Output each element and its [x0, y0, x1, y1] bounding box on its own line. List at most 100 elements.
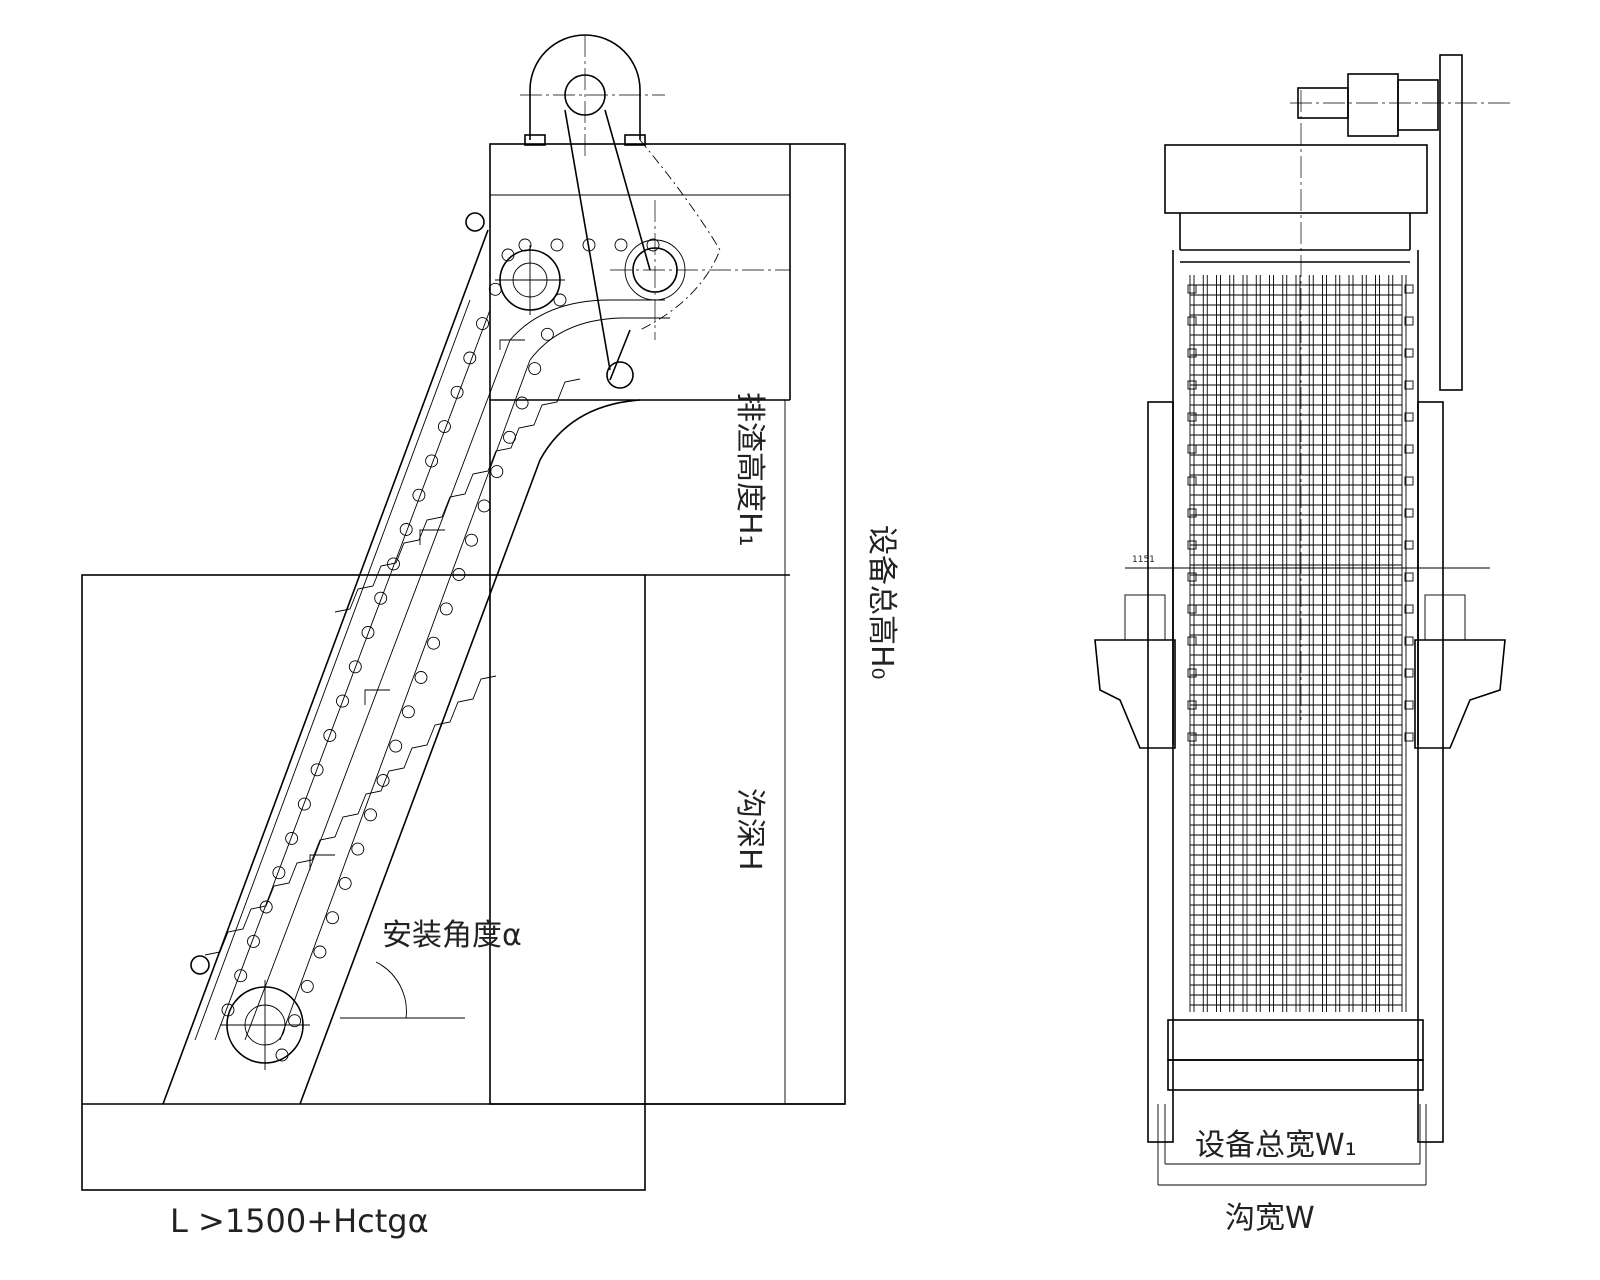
drive-arm-1: [564, 109, 611, 371]
chain-roller: [518, 238, 532, 252]
chain-bolt: [1187, 636, 1197, 646]
label-small-dim: 1151: [1132, 555, 1155, 565]
chain-roller: [326, 911, 339, 925]
chain-roller: [234, 969, 248, 983]
chain-roller: [374, 591, 388, 605]
chain-bolt: [1187, 444, 1197, 454]
rake-curve-2: [509, 299, 665, 341]
bottom-frame-upper: [1167, 1019, 1424, 1061]
side-view: 排渣高度H₁ 设备总高H₀ 沟深H 安装角度α L >1500+Hctgα: [81, 34, 899, 1240]
chain-roller: [437, 420, 451, 434]
chain-bolt: [1187, 572, 1197, 582]
chain-bolt: [1187, 380, 1197, 390]
chain-side-bolts: [1187, 284, 1414, 742]
drive-side-plate: [1439, 54, 1463, 391]
chain-rollers: [221, 238, 660, 1062]
chain-roller: [285, 831, 299, 845]
left-concrete-support: [1094, 639, 1176, 749]
chain-roller: [503, 430, 516, 444]
bottom-frame-lower: [1167, 1059, 1424, 1091]
chain-bolt: [1187, 540, 1197, 550]
chain-bolt: [1404, 380, 1414, 390]
chain-roller: [515, 396, 529, 410]
chain-roller: [465, 533, 478, 547]
chain-roller: [259, 900, 273, 914]
chain-roller: [427, 636, 441, 650]
chain-bolt: [1187, 348, 1197, 358]
channel-body: [81, 574, 646, 1191]
chain-roller: [553, 293, 567, 307]
right-side-frame: [1417, 401, 1444, 1143]
chain-roller: [348, 660, 362, 674]
rake-line-2: [214, 309, 491, 1041]
tail-sprocket: [190, 955, 310, 1070]
frame-back-curve: [539, 399, 641, 461]
chain-roller: [476, 317, 489, 331]
chain-roller: [452, 568, 466, 581]
left-anchor-bracket: [1124, 594, 1166, 641]
chain-bolt: [1404, 412, 1414, 422]
chain-roller: [361, 626, 375, 639]
chain-roller: [540, 327, 554, 341]
rake-hook-3: [309, 854, 335, 870]
rake-line-4: [279, 359, 531, 1041]
front-view: 1151 设备总宽W₁ 沟宽W: [1094, 54, 1510, 1236]
chain-bolt: [1404, 572, 1414, 582]
head-cover: [1164, 144, 1428, 214]
lifting-lug-bottom: [190, 955, 210, 975]
right-concrete-support: [1414, 639, 1506, 749]
rake-hook-4: [499, 339, 525, 350]
drive-motion-path: [639, 139, 721, 331]
link-arm: [609, 329, 631, 381]
rake-hook-2: [364, 689, 390, 705]
chain-roller: [310, 763, 324, 777]
chain-bolt: [1404, 508, 1414, 518]
gearbox-flange: [1397, 79, 1439, 131]
chain-roller: [338, 876, 352, 890]
chain-roller: [463, 351, 477, 365]
rake-line-1: [194, 299, 471, 1041]
label-discharge-height: 排渣高度H₁: [732, 392, 767, 547]
rake-hook-1: [419, 529, 445, 545]
gearbox-body: [1347, 73, 1399, 137]
chain-roller: [412, 488, 426, 502]
chain-roller: [399, 523, 413, 536]
chain-bolt: [1187, 412, 1197, 422]
chain-roller: [336, 694, 349, 708]
rake-curve: [529, 317, 670, 361]
chain-bolt: [1404, 444, 1414, 454]
frame-envelope: [489, 143, 846, 1105]
chain-roller: [550, 238, 564, 252]
chain-bolt: [1404, 604, 1414, 614]
chain-bolt: [1404, 348, 1414, 358]
chain-roller: [488, 282, 502, 296]
chain-roller: [387, 557, 400, 571]
rake-teeth-upper: [334, 378, 581, 613]
drive-arm-2: [604, 109, 651, 271]
chain-roller: [351, 842, 365, 856]
chain-roller: [376, 774, 390, 787]
chain-roller: [450, 385, 464, 399]
chain-roller: [401, 705, 415, 719]
chain-bolt: [1187, 668, 1197, 678]
chain-roller: [528, 362, 542, 376]
label-channel-depth: 沟深H: [732, 788, 767, 871]
chain-bolt: [1404, 636, 1414, 646]
chain-roller: [477, 499, 491, 513]
head-drive-assembly: [465, 34, 790, 389]
frame-front-edge: [162, 229, 489, 1105]
chain-roller: [364, 808, 377, 822]
chain-bolt: [1404, 700, 1414, 710]
label-length-formula: L >1500+Hctgα: [170, 1202, 429, 1240]
drive-sprocket-outer: [624, 239, 686, 301]
chain-bolt: [1404, 476, 1414, 486]
chain-bolt: [1404, 284, 1414, 294]
right-anchor-bracket: [1424, 594, 1466, 641]
label-total-height: 设备总高H₀: [864, 525, 899, 680]
label-channel-width: 沟宽W: [1225, 1201, 1315, 1236]
angle-arc: [375, 961, 407, 1019]
link-pin: [606, 361, 634, 389]
chain-bolt: [1187, 700, 1197, 710]
chain-bolt: [1187, 316, 1197, 326]
